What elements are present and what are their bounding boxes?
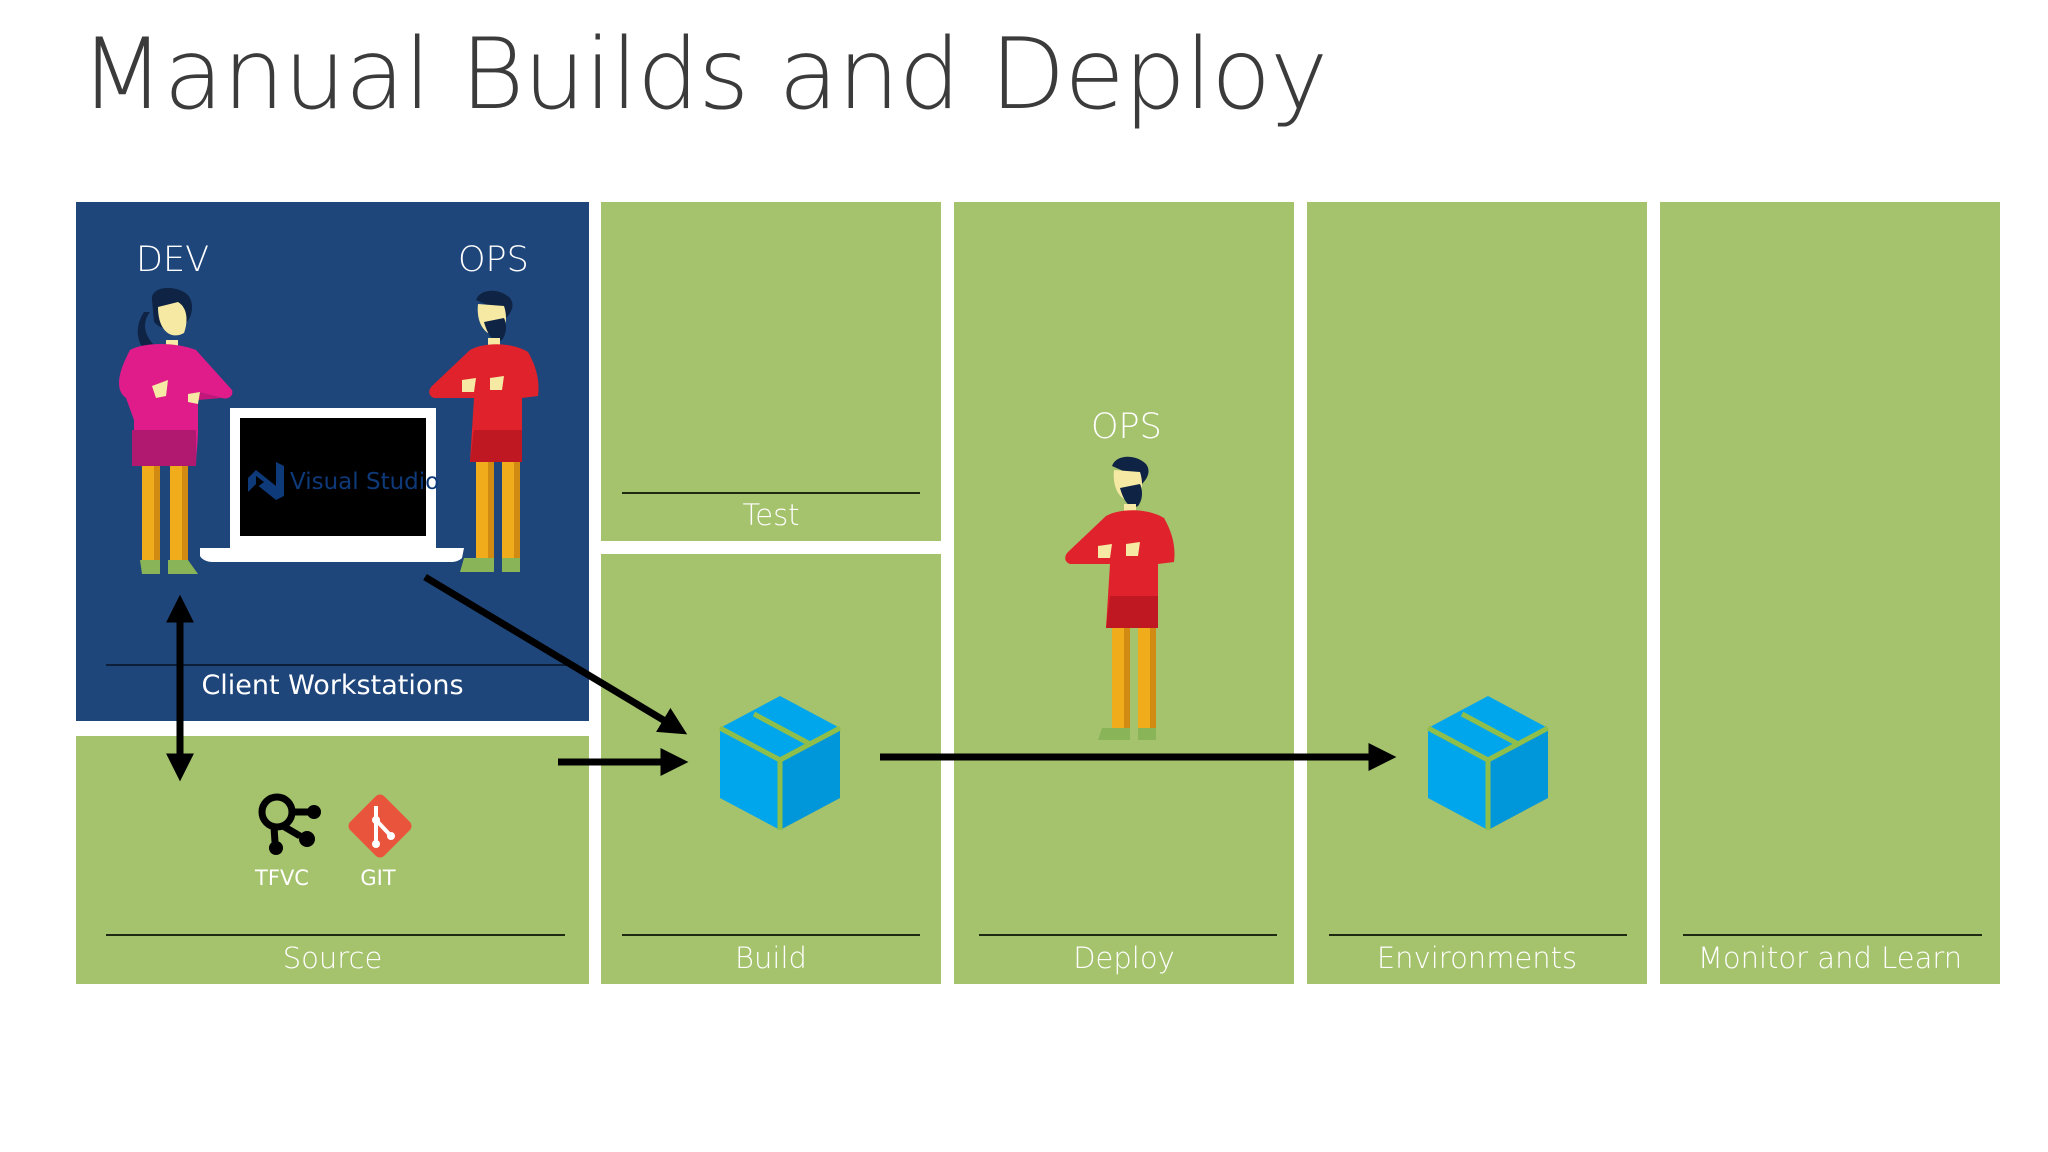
monitor-learn-divider (1683, 934, 1982, 936)
deploy-ops-person-icon (1065, 456, 1175, 740)
visual-studio-logo-icon (248, 462, 284, 500)
laptop-icon: Visual Studio (200, 408, 464, 562)
test-label: Test (742, 498, 800, 532)
dev-label: DEV (136, 240, 210, 280)
laptop-brand-label: Visual Studio (290, 469, 439, 495)
test-divider (622, 492, 920, 494)
ops-person-icon (429, 290, 539, 572)
tfvc-label: TFVC (255, 866, 309, 890)
slide-title: Manual Builds and Deploy (80, 18, 1328, 132)
dev-person-icon (119, 287, 233, 574)
environments-label: Environments (1376, 941, 1578, 975)
monitor-learn-tile: Monitor and Learn (1660, 202, 2000, 984)
source-tile: TFVC GIT Source (76, 736, 589, 984)
workstation-build-arrow (423, 573, 688, 735)
deploy-label: Deploy (1073, 941, 1175, 975)
tfvc-nodes-icon (269, 805, 321, 855)
git-icon (348, 794, 412, 858)
deploy-divider (979, 934, 1277, 936)
environments-divider (1329, 934, 1627, 936)
test-tile: Test (601, 202, 941, 541)
monitor-learn-label: Monitor and Learn (1697, 941, 1963, 975)
source-divider (106, 934, 565, 936)
build-label: Build (735, 941, 807, 975)
git-label: GIT (360, 866, 396, 890)
tfvc-icon (258, 793, 309, 843)
environments-package-icon (1426, 696, 1550, 830)
environments-tile: Environments (1307, 202, 1647, 984)
build-divider (622, 934, 920, 936)
client-workstations-divider (106, 664, 567, 666)
ops-label: OPS (458, 240, 529, 280)
deploy-ops-label: OPS (1091, 407, 1162, 447)
client-workstations-label: Client Workstations (201, 670, 464, 701)
source-label: Source (282, 941, 383, 975)
build-package-icon (718, 696, 842, 830)
